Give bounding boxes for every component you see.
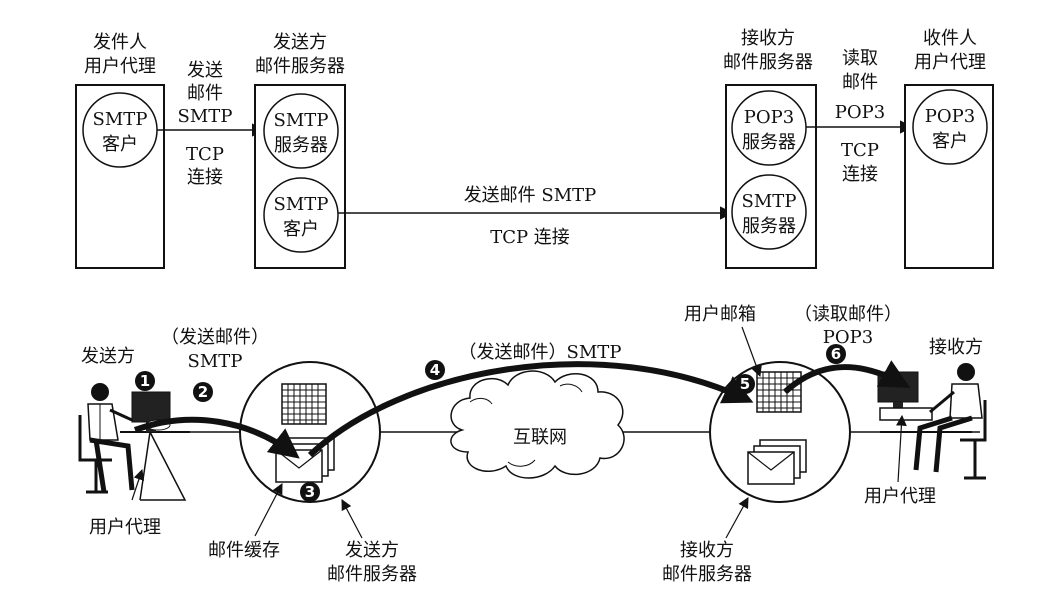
user-agent-right-label: 用户代理 <box>864 486 936 507</box>
step4-label: （发送邮件）SMTP <box>459 342 622 363</box>
link3-text-2: 邮件 <box>842 72 878 93</box>
pop3-server-label: POP3 <box>744 107 794 128</box>
internet-label: 互联网 <box>513 427 567 448</box>
link3-text-3: POP3 <box>835 102 885 123</box>
arrow-step-2 <box>133 416 300 459</box>
pop3-server-sublabel: 服务器 <box>742 132 796 153</box>
link1-text-3: SMTP <box>178 106 233 127</box>
link1-text-2: 邮件 <box>187 83 223 104</box>
smtp-client-sublabel: 客户 <box>102 134 138 155</box>
link-read-pop3: 读取 邮件 POP3 TCP 连接 <box>806 48 914 185</box>
receiver-mail-icon <box>747 439 807 485</box>
user-agent-left-label: 用户代理 <box>89 517 161 538</box>
svg-text:2: 2 <box>198 383 208 401</box>
sender-user-agent-box: 发件人 用户代理 SMTP 客户 <box>75 32 165 269</box>
smtp-server-circle <box>263 93 339 169</box>
receiver-label: 接收方 <box>929 337 983 358</box>
sender-person-icon <box>78 383 190 501</box>
svg-text:4: 4 <box>430 361 440 379</box>
link3-text-4: TCP <box>841 140 879 161</box>
smtp-server-label: SMTP <box>274 110 329 131</box>
svg-text:5: 5 <box>740 375 750 393</box>
sender-server-title: 发送方 <box>273 32 327 53</box>
pop3-client-label: POP3 <box>925 106 975 127</box>
mailbox-label: 用户邮箱 <box>684 304 756 325</box>
receiver-server-node-label: 接收方 <box>680 540 734 561</box>
pop3-server-circle <box>731 90 807 166</box>
smtp-client2-label: SMTP <box>274 194 329 215</box>
sender-label: 发送方 <box>81 346 135 367</box>
pop3-client-sublabel: 客户 <box>932 131 968 152</box>
sender-server-node-label: 发送方 <box>345 540 399 561</box>
sender-mail-server-box: 发送方 邮件服务器 SMTP 服务器 SMTP 客户 <box>254 32 346 269</box>
step2-label: （发送邮件） <box>161 327 269 348</box>
receiver-ua-subtitle: 用户代理 <box>914 52 986 73</box>
sender-server-subtitle: 邮件服务器 <box>255 56 345 77</box>
smtp-server-circle-2 <box>731 174 807 250</box>
link2-text-2: TCP 连接 <box>490 227 570 248</box>
sender-mailbox-grid <box>281 383 327 425</box>
receiver-server-title: 接收方 <box>741 28 795 49</box>
link1-text-1: 发送 <box>187 60 223 81</box>
svg-text:3: 3 <box>305 483 315 501</box>
receiver-person-icon <box>877 363 987 480</box>
step-badge-5: 5 <box>735 374 755 394</box>
step-badge-3: 3 <box>300 482 320 502</box>
step-badge-4: 4 <box>425 360 445 380</box>
link1-text-4: TCP <box>186 144 224 165</box>
smtp-client2-sublabel: 客户 <box>283 219 319 240</box>
link3-text-5: 连接 <box>842 164 878 185</box>
step-badge-1: 1 <box>135 371 155 391</box>
link3-text-1: 读取 <box>842 48 878 69</box>
link-send-smtp-1: 发送 邮件 SMTP TCP 连接 <box>157 60 266 188</box>
step6-label: （读取邮件） <box>794 304 902 325</box>
smtp-client-circle <box>82 92 158 168</box>
sender-ua-subtitle: 用户代理 <box>84 56 156 77</box>
step-badge-6: 6 <box>826 344 846 364</box>
smtp-server2-sublabel: 服务器 <box>742 216 796 237</box>
arrow-step-4 <box>307 361 754 458</box>
sender-mail-server-node <box>239 361 381 503</box>
receiver-server-node-sublabel: 邮件服务器 <box>662 564 752 585</box>
receiver-mail-server-node <box>709 361 851 503</box>
receiver-user-agent-box: 收件人 用户代理 POP3 客户 <box>904 28 994 269</box>
link-send-smtp-2: 发送邮件 SMTP TCP 连接 <box>338 185 734 248</box>
receiver-mailbox-grid <box>756 371 802 413</box>
sender-ua-title: 发件人 <box>93 32 147 53</box>
arrow-step-6 <box>782 360 911 395</box>
receiver-ua-title: 收件人 <box>923 28 977 49</box>
step-badge-2: 2 <box>193 382 213 402</box>
step6-protocol: POP3 <box>823 327 873 348</box>
pop3-client-circle <box>912 89 988 165</box>
smtp-server2-label: SMTP <box>742 191 797 212</box>
receiver-mail-server-box: 接收方 邮件服务器 POP3 服务器 SMTP 服务器 <box>723 28 817 269</box>
mail-cache-label: 邮件缓存 <box>208 540 280 561</box>
link1-text-5: 连接 <box>187 167 223 188</box>
svg-text:6: 6 <box>831 345 841 363</box>
internet-cloud: 互联网 <box>450 370 625 479</box>
link2-text-1: 发送邮件 SMTP <box>464 185 597 206</box>
sender-server-node-sublabel: 邮件服务器 <box>327 564 417 585</box>
smtp-server-sublabel: 服务器 <box>274 135 328 156</box>
smtp-client-label: SMTP <box>93 109 148 130</box>
svg-text:1: 1 <box>140 372 150 390</box>
smtp-client-circle-2 <box>263 177 339 253</box>
step2-protocol: SMTP <box>188 351 243 372</box>
receiver-server-subtitle: 邮件服务器 <box>723 52 813 73</box>
